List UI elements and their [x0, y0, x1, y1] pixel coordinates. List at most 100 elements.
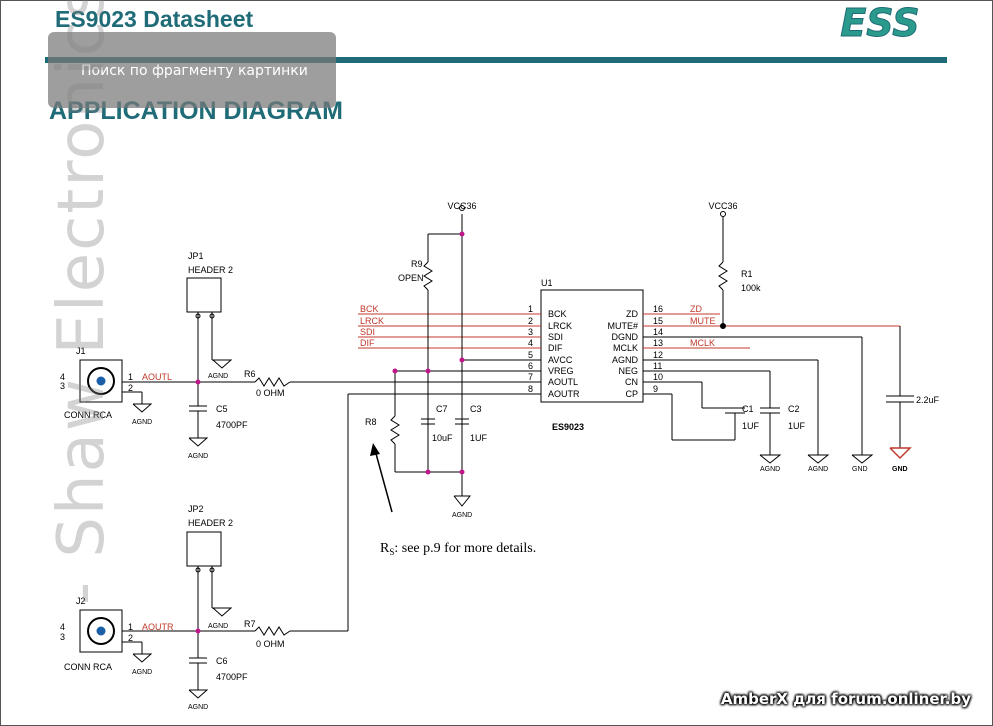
rs-note-r: R: [380, 541, 390, 556]
tooltip-text: Поиск по фрагменту картинки: [81, 63, 308, 79]
r7-value: 0 OHM: [256, 639, 285, 649]
image-search-tooltip[interactable]: Поиск по фрагменту картинки: [48, 32, 336, 108]
pin-name-dif: DIF: [548, 343, 563, 353]
c6-value: 4700PF: [216, 672, 248, 682]
jp2-type: HEADER 2: [188, 518, 233, 528]
rs-note-text: : see p.9 for more details.: [394, 541, 536, 556]
chip-left-pins: BCK LRCK SDI DIF AVCC VREG AOUTL AOUTR 1…: [360, 304, 580, 399]
net-bck: BCK: [360, 304, 379, 314]
pin-name-vreg: VREG: [548, 366, 574, 376]
chip-ref: U1: [541, 278, 553, 288]
pin-num-6: 6: [528, 361, 533, 371]
net-mclk: MCLK: [690, 338, 715, 348]
shaw-watermark: - Shaw Electronics: [45, 0, 119, 605]
rs-note: RS: see p.9 for more details.: [380, 541, 536, 557]
pin-num-14: 14: [653, 327, 663, 337]
pin-name-cp: CP: [625, 389, 638, 399]
j2-ref: J2: [76, 596, 86, 606]
pin-name-dgnd: DGND: [612, 332, 639, 342]
agnd-c6: AGND: [188, 704, 208, 711]
pin-name-bck: BCK: [548, 309, 567, 319]
j1-type: CONN RCA: [64, 410, 112, 420]
net-zd: ZD: [690, 304, 702, 314]
pin-num-2: 2: [528, 316, 533, 326]
pin-name-sdi: SDI: [548, 332, 563, 342]
jp1-type: HEADER 2: [188, 265, 233, 275]
jp1-ref: JP1: [188, 251, 204, 261]
c-mute-value: 2.2uF: [916, 395, 940, 405]
c3-value: 1UF: [470, 433, 488, 443]
page-title: ES9023 Datasheet: [55, 6, 254, 32]
agnd-jp1: AGND: [208, 373, 228, 380]
j1-pin-4: 4: [60, 372, 65, 382]
c6-ref: C6: [216, 656, 228, 666]
ess-logo-text: ESS: [840, 1, 919, 45]
c7-value: 10uF: [432, 433, 453, 443]
ess-logo: ESS: [840, 1, 920, 46]
pin-num-11: 11: [653, 361, 662, 371]
agnd-jp2: AGND: [208, 623, 228, 630]
net-sdi: SDI: [360, 327, 375, 337]
r9-value: OPEN: [398, 273, 424, 283]
j2-pin-1: 1: [128, 622, 133, 632]
c5-value: 4700PF: [216, 420, 248, 430]
net-aoutl-label: AOUTL: [142, 372, 172, 382]
c5-ref: C5: [216, 404, 228, 414]
gnd-bold: GND: [892, 466, 908, 473]
agnd-j2: AGND: [132, 669, 152, 676]
agnd-center: AGND: [452, 512, 472, 519]
agnd-neg: AGND: [760, 466, 780, 473]
j1-pin-2: 2: [128, 383, 133, 393]
agnd-c5: AGND: [188, 453, 208, 460]
pin-num-13: 13: [653, 338, 663, 348]
pin-name-zd: ZD: [626, 309, 638, 319]
pin-name-lrck: LRCK: [548, 321, 572, 331]
c7-ref: C7: [436, 404, 448, 414]
pin-num-4: 4: [528, 338, 533, 348]
r8-ref: R8: [365, 417, 377, 427]
pin-name-aoutl: AOUTL: [548, 377, 578, 387]
j1-ref: J1: [76, 346, 86, 356]
pin-name-mute: MUTE#: [607, 321, 638, 331]
rs-note-sub: S: [389, 547, 394, 557]
r1-value: 100k: [741, 283, 761, 293]
pin-num-8: 8: [528, 384, 533, 394]
j1-pin-1: 1: [128, 372, 133, 382]
pin-name-avcc: AVCC: [548, 355, 573, 365]
jp2-ref: JP2: [188, 504, 204, 514]
pin-name-cn: CN: [625, 377, 638, 387]
chip-name: ES9023: [552, 422, 584, 432]
agnd-pin12: AGND: [808, 466, 828, 473]
pin-num-1: 1: [528, 304, 533, 314]
r9-ref: R9: [411, 259, 423, 269]
j1-pin-3: 3: [60, 381, 65, 391]
pin-num-5: 5: [528, 350, 533, 360]
agnd-j1: AGND: [132, 419, 152, 426]
pin-name-agnd: AGND: [612, 355, 639, 365]
net-aoutr-label: AOUTR: [142, 622, 174, 632]
pin-name-neg: NEG: [618, 366, 638, 376]
chip-right-pins: ZD MUTE# DGND MCLK AGND NEG CN CP 16 15 …: [607, 304, 715, 399]
r1-ref: R1: [741, 269, 753, 279]
c1-value: 1UF: [742, 421, 760, 431]
pin-num-7: 7: [528, 372, 533, 382]
r7-ref: R7: [244, 619, 256, 629]
header-rule: [45, 57, 947, 63]
pin-num-10: 10: [653, 372, 663, 382]
r6-ref: R6: [244, 369, 256, 379]
c2-ref: C2: [788, 404, 800, 414]
net-dif: DIF: [360, 338, 375, 348]
pin-name-aoutr: AOUTR: [548, 389, 580, 399]
j2-pin-3: 3: [60, 632, 65, 642]
vcc36-left: VCC36: [447, 201, 476, 211]
pin-num-3: 3: [528, 327, 533, 337]
vcc36-right: VCC36: [708, 201, 737, 211]
c1-ref: C1: [742, 404, 754, 414]
pin-num-9: 9: [653, 384, 658, 394]
j2-type: CONN RCA: [64, 662, 112, 672]
pin-num-16: 16: [653, 304, 663, 314]
j2-pin-2: 2: [128, 633, 133, 643]
gnd-dgnd: GND: [852, 466, 868, 473]
j2-pin-4: 4: [60, 622, 65, 632]
